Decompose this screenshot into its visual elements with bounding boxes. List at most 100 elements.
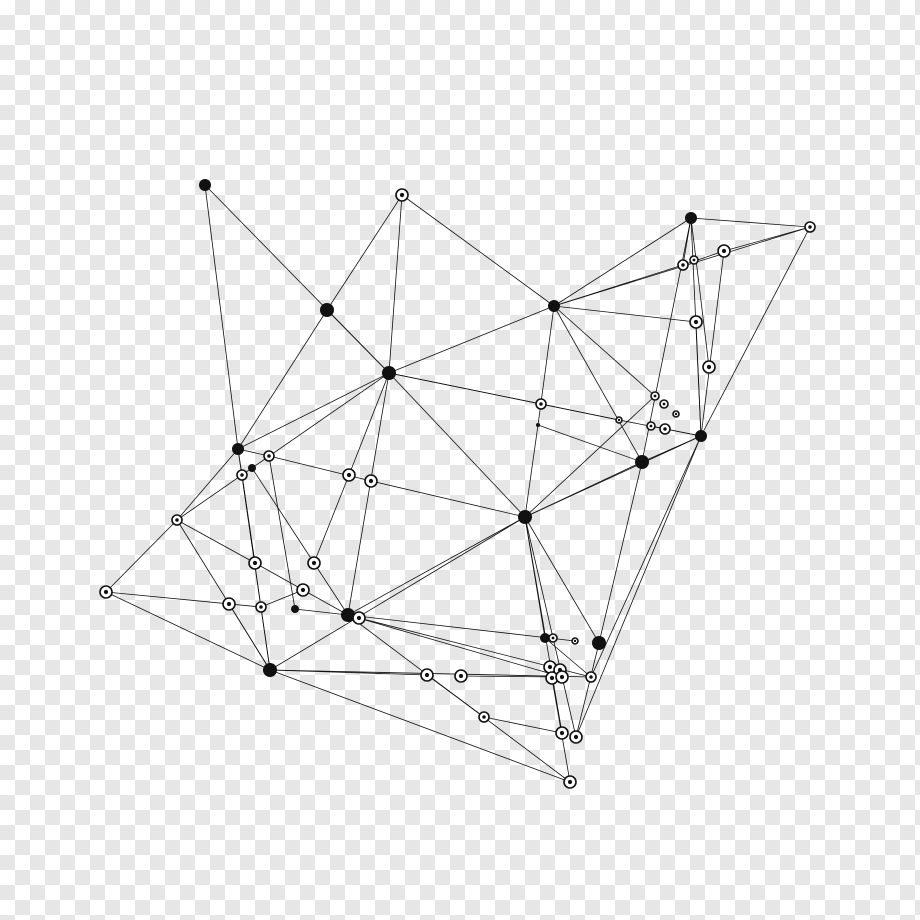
graph-edge	[540, 403, 620, 421]
graph-edge	[313, 474, 350, 564]
graph-node-filled	[291, 605, 299, 613]
graph-edge	[537, 424, 643, 463]
graph-edge	[553, 305, 697, 323]
graph-node-ring-center	[399, 192, 405, 198]
graph-edges	[105, 184, 811, 783]
graph-node-ring-center	[653, 394, 657, 398]
graph-node-filled	[320, 303, 334, 317]
graph-node-ring-center	[674, 412, 678, 416]
graph-edge	[700, 226, 811, 437]
graph-edge	[723, 226, 811, 252]
graph-edge	[251, 467, 315, 564]
graph-node-filled	[592, 636, 606, 650]
graph-edge	[549, 666, 571, 783]
graph-node-filled	[232, 443, 244, 455]
graph-edge	[553, 217, 692, 307]
graph-node-filled	[199, 179, 211, 191]
graph-node-ring-center	[259, 605, 263, 609]
graph-edge	[553, 305, 643, 463]
graph-edge	[237, 309, 328, 450]
graph-node-filled	[540, 633, 550, 643]
graph-edge	[426, 674, 485, 718]
graph-node-ring-center	[681, 263, 685, 267]
graph-node-ring-center	[693, 319, 699, 325]
graph-edge	[598, 461, 643, 644]
graph-node-ring-center	[311, 560, 317, 566]
graph-node-ring-center	[267, 454, 271, 458]
graph-edge	[524, 424, 539, 518]
graph-node-ring-center	[567, 779, 573, 785]
graph-edge	[348, 372, 390, 476]
graph-node-filled	[548, 300, 560, 312]
graph-edge	[388, 372, 526, 518]
graph-node-ring-center	[424, 672, 430, 678]
graph-edge	[700, 250, 725, 437]
graph-node-ring-center	[559, 730, 565, 736]
graph-node-ring-center	[368, 478, 374, 484]
graph-node-ring-center	[573, 734, 579, 740]
graph-node-ring-center	[692, 258, 696, 262]
graph-edge	[695, 321, 702, 437]
graph-node-ring-center	[663, 427, 667, 431]
graph-edge	[524, 435, 702, 518]
graph-edge	[460, 675, 563, 678]
graph-node-ring-center	[356, 615, 362, 621]
graph-edge	[388, 305, 555, 374]
graph-edge	[228, 603, 271, 671]
graph-edge	[237, 372, 390, 450]
graph-edge	[690, 217, 811, 228]
graph-edge	[483, 716, 563, 734]
graph-edge	[176, 519, 256, 564]
graph-edge	[204, 184, 239, 450]
graph-edge	[268, 455, 296, 610]
graph-node-filled	[518, 510, 532, 524]
graph-node-filled	[263, 663, 277, 677]
graph-edge	[524, 516, 577, 738]
graph-node-ring-center	[649, 424, 653, 428]
graph-edge	[326, 309, 390, 374]
graph-node-ring-center	[559, 674, 565, 680]
graph-edge	[268, 455, 372, 482]
graph-edge	[347, 372, 390, 616]
graph-edge	[176, 372, 390, 521]
graph-node-filled	[341, 608, 355, 622]
graph-edge	[370, 480, 526, 518]
graph-edge	[524, 395, 656, 518]
graph-edge	[176, 448, 239, 521]
graph-edge	[347, 614, 576, 642]
graph-node-ring-center	[551, 636, 555, 640]
graph-edge	[294, 608, 349, 616]
graph-node-ring-center	[252, 560, 258, 566]
graph-node-ring-center	[539, 402, 543, 406]
graph-node-ring-center	[547, 664, 553, 670]
graph-node-ring-center	[662, 402, 666, 406]
graph-edge	[524, 516, 600, 644]
graph-edge	[590, 435, 702, 678]
graph-node-filled	[635, 455, 649, 469]
graph-edge	[553, 264, 684, 307]
graph-edge	[105, 519, 178, 593]
graph-node-ring-center	[589, 675, 593, 679]
graph-edge	[269, 516, 526, 671]
graph-node-ring-center	[226, 601, 232, 607]
graph-node-ring-center	[240, 473, 244, 477]
graph-node-ring-center	[573, 639, 577, 643]
graph-node-ring-center	[300, 587, 306, 593]
graph-edge	[544, 637, 592, 678]
graph-node-ring-center	[721, 248, 727, 254]
graph-node-ring-center	[103, 589, 109, 595]
graph-edge	[326, 194, 403, 311]
graph-edge	[524, 516, 563, 734]
graph-edge	[401, 194, 555, 307]
graph-edge	[105, 591, 262, 608]
graph-edge	[347, 516, 526, 616]
graph-node-filled	[382, 366, 396, 380]
graph-node-filled	[685, 212, 697, 224]
graph-node-ring-center	[706, 364, 712, 370]
graph-node-ring-center	[346, 472, 352, 478]
graph-node-filled	[536, 423, 540, 427]
graph-edge	[269, 669, 571, 783]
graph-node-ring-center	[482, 715, 486, 719]
graph-node-ring-center	[175, 518, 179, 522]
